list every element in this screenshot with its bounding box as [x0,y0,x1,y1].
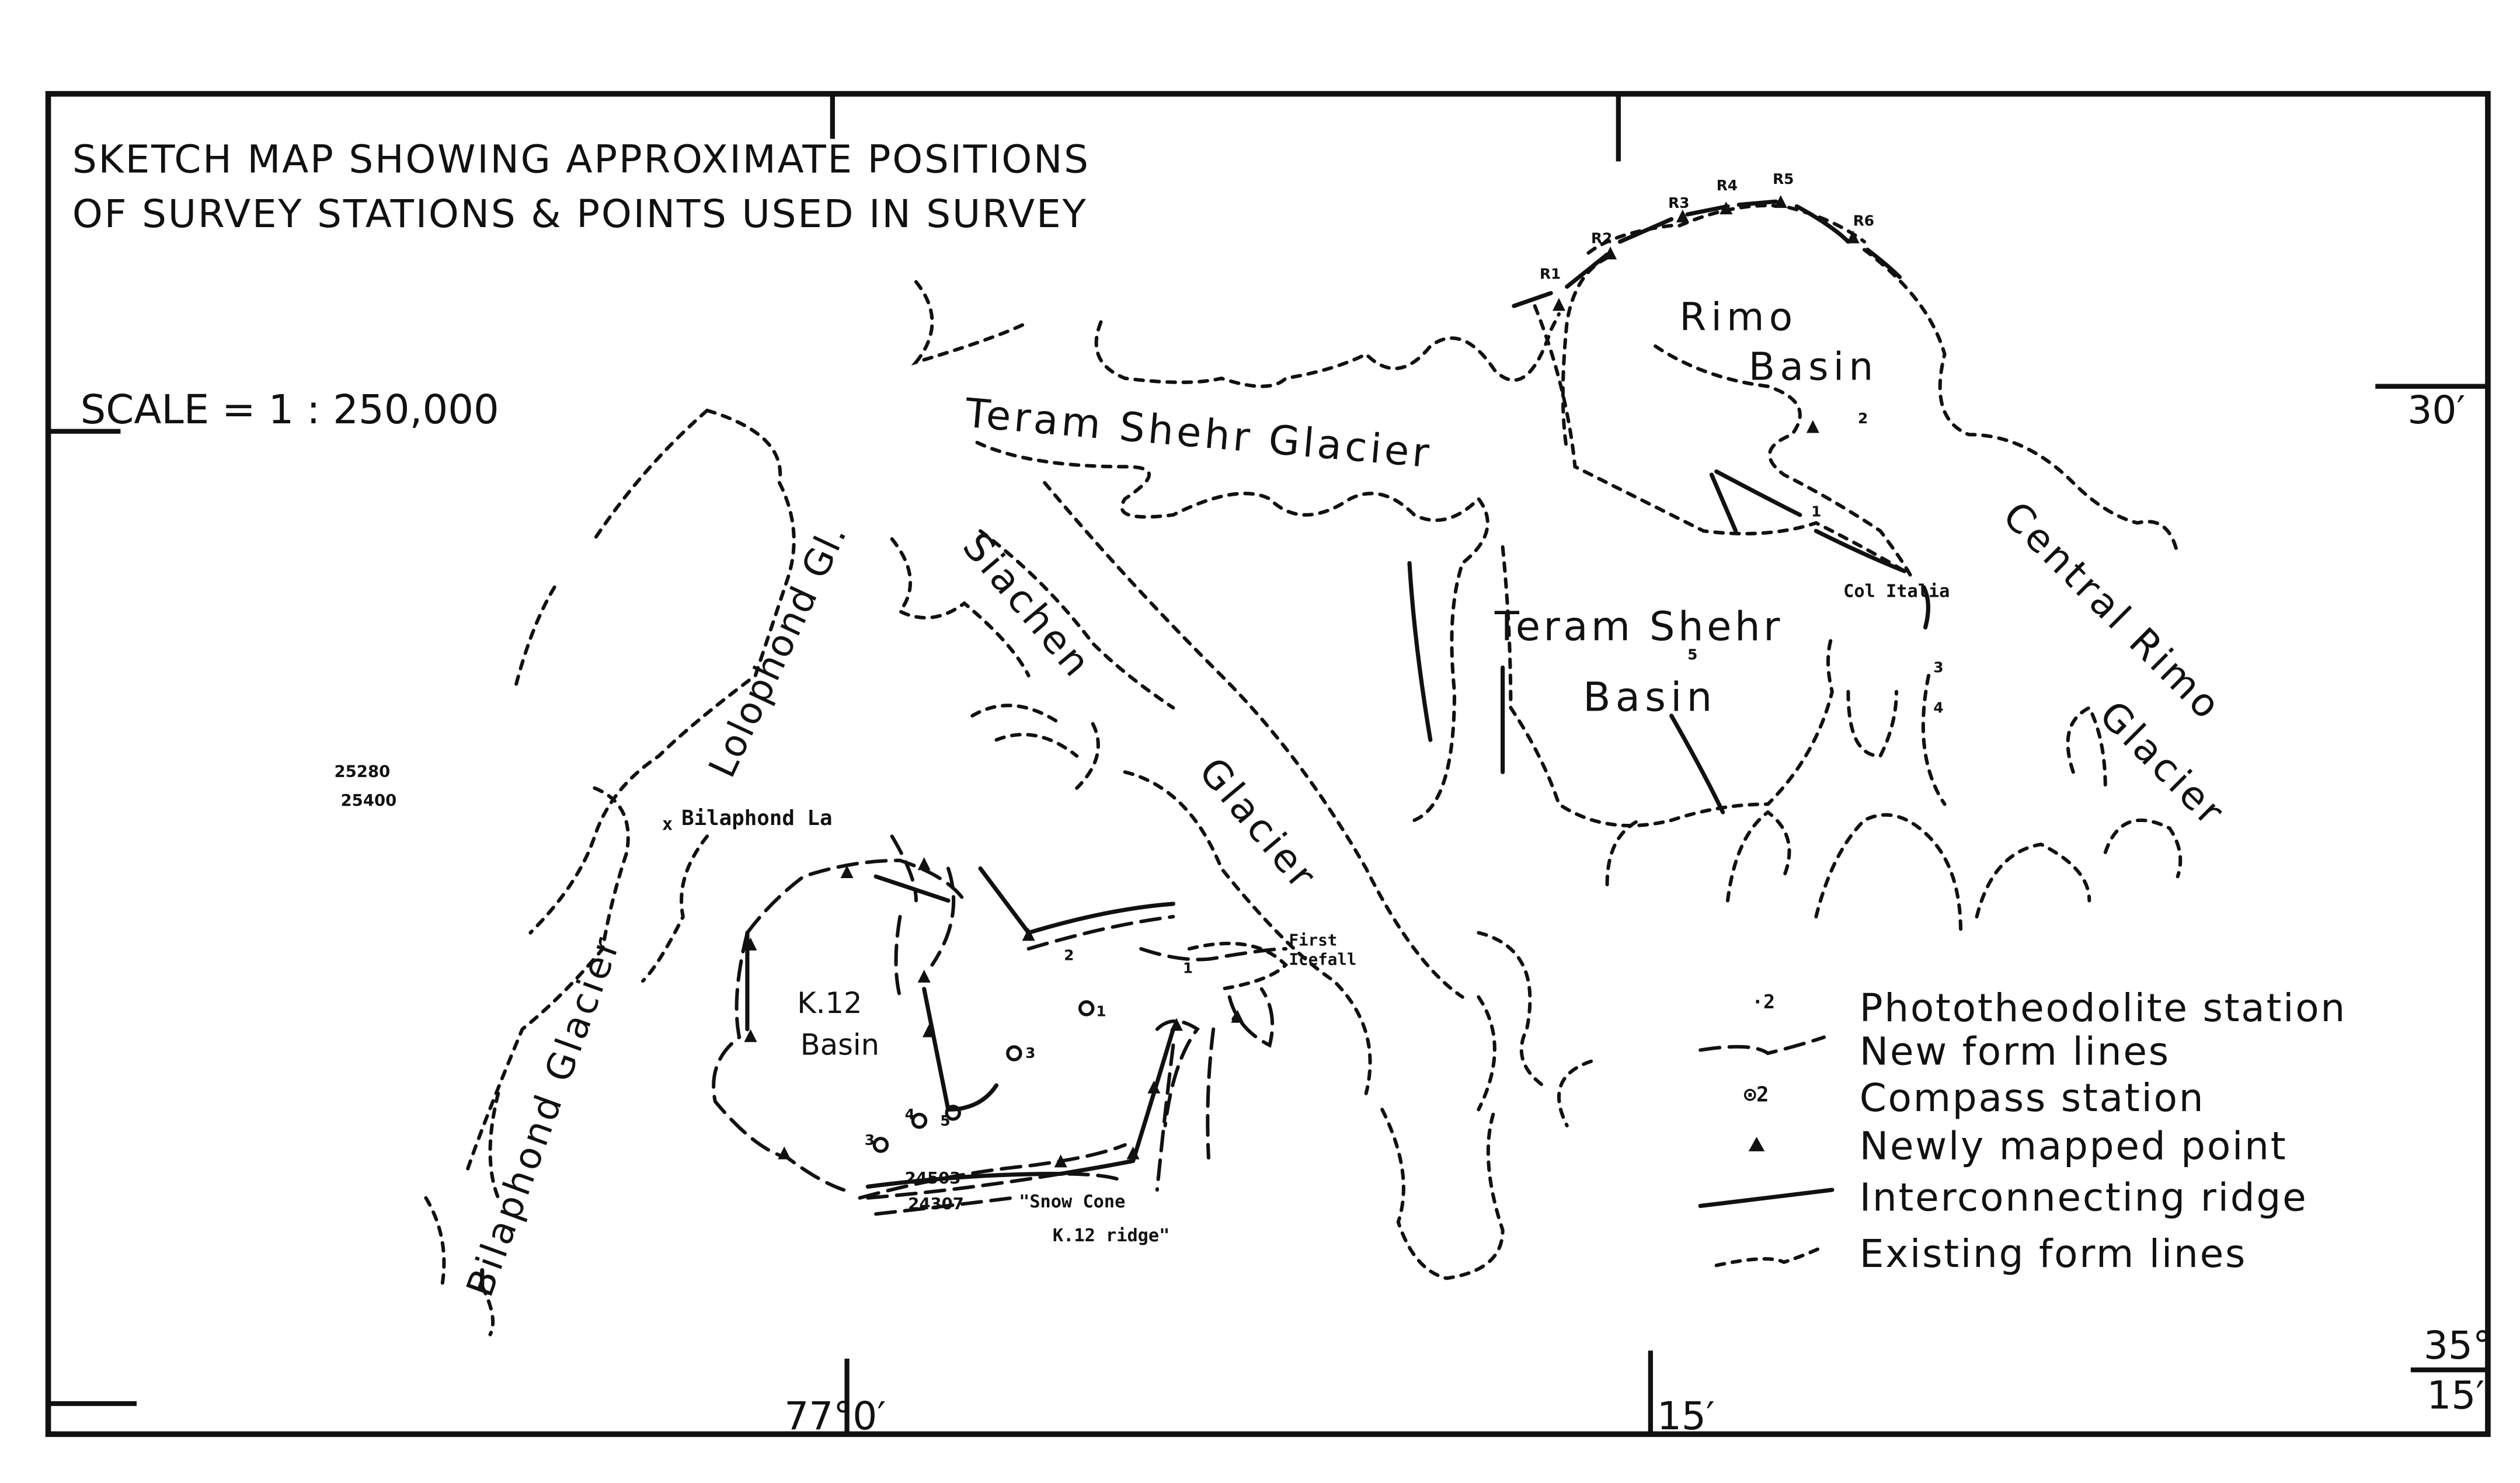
map-title-line2: OF SURVEY STATIONS & POINTS USED IN SURV… [72,192,1088,236]
k12-basin-label-2: Basin [800,1028,879,1062]
teram-shehr-glacier-label: Teram Shehr Glacier [963,390,1434,478]
legend-item-compass-station: ⊙2 Compass station [1744,1075,2205,1120]
first-icefall-label-1: First [1289,931,1338,950]
lon-77-label: 77°0′ [784,1394,886,1439]
station-labels: R1 R2 R3 R4 R5 R6 2 1 3 4 5 2 1 1 3 4 5 … [865,170,1944,1148]
svg-text:3: 3 [1025,1045,1035,1061]
k12-basin-label-1: K.12 [797,986,862,1020]
phototheodolite-symbol: ·2 [1752,990,1775,1013]
new-form-line-symbol [1698,1035,1826,1056]
svg-text:3: 3 [1933,659,1943,676]
teram-shehr-basin-label-2: Basin [1583,674,1717,721]
ridge-line-symbol [1698,1188,1835,1209]
svg-text:R4: R4 [1717,177,1738,194]
siachen-label: Siachen [954,524,1101,687]
legend-item-existing-form-lines: Existing form lines [1714,1231,2247,1276]
svg-text:5: 5 [940,1112,950,1129]
existing-form-line-symbol [1714,1244,1826,1268]
svg-text:Newly mapped point: Newly mapped point [1860,1124,2288,1169]
bilaphond-la-marker: x [662,814,673,834]
bilaphond-glacier-label: Bilaphond Glacier [458,929,629,1302]
lon-15-label: 15′ [1657,1394,1715,1439]
existing-form-lines [424,204,2183,1336]
first-icefall-label-2: Icefall [1289,951,1357,969]
svg-text:1: 1 [1096,1003,1106,1020]
rimo-basin-label-2: Basin [1749,344,1878,389]
col-italia-label: Col Italia [1843,581,1950,601]
lat-15-label: 15′ [2427,1373,2484,1418]
new-form-lines [712,834,1288,1216]
map-title-line1: SKETCH MAP SHOWING APPROXIMATE POSITIONS [72,137,1090,182]
central-rimo-label-1: Central Rimo [1995,493,2232,730]
svg-text:New form lines: New form lines [1860,1029,2170,1074]
legend-item-new-form-lines: New form lines [1698,1029,2170,1074]
spot-height: 24503 [905,1169,961,1188]
svg-text:R1: R1 [1540,265,1561,282]
svg-text:5: 5 [1687,646,1697,663]
graticule-ticks [48,93,2488,1435]
triangle-symbol [1748,1137,1765,1151]
teram-shehr-basin-label-1: Teram Shehr [1494,604,1783,650]
legend: ·2 Phototheodolite station New form line… [1698,986,2347,1276]
compass-station-symbol: ⊙2 [1744,1083,1769,1107]
bilaphond-la-label: Bilaphond La [681,806,832,830]
spot-height: 24307 [908,1195,964,1213]
svg-text:2: 2 [1064,946,1074,963]
newly-mapped-points [744,195,1860,1168]
spot-height: 25400 [341,791,397,810]
scale-label: SCALE = 1 : 250,000 [81,387,499,433]
spot-heights: 25280 25400 24503 24307 [335,763,964,1213]
svg-text:3: 3 [865,1132,875,1148]
svg-text:1: 1 [1183,959,1193,976]
legend-item-interconnecting-ridge: Interconnecting ridge [1698,1175,2308,1220]
svg-text:4: 4 [1933,699,1943,716]
svg-text:Compass station: Compass station [1860,1075,2205,1120]
glacier-label: Glacier [1190,749,1326,899]
lat-35-label: 35° [2424,1323,2492,1368]
svg-text:2: 2 [1858,410,1868,427]
snow-cone-label-1: "Snow Cone [1019,1192,1125,1212]
svg-text:R5: R5 [1773,170,1794,187]
svg-text:R2: R2 [1591,230,1612,247]
svg-text:R6: R6 [1853,212,1874,229]
lat-30-label: 30′ [2407,388,2465,433]
svg-text:4: 4 [905,1106,915,1123]
svg-text:4: 4 [1231,1009,1241,1026]
svg-text:Phototheodolite station: Phototheodolite station [1860,986,2347,1031]
svg-text:Interconnecting ridge: Interconnecting ridge [1860,1175,2308,1220]
svg-text:R3: R3 [1668,194,1689,211]
legend-item-phototheodolite: ·2 Phototheodolite station [1752,986,2347,1031]
legend-item-newly-mapped-point: Newly mapped point [1748,1124,2288,1169]
rimo-basin-label-1: Rimo [1679,294,1797,339]
map-frame [45,90,2491,1437]
lolophond-label: Lolophond Gl. [700,516,855,784]
spot-height: 25280 [335,763,391,781]
svg-text:1: 1 [1811,503,1821,520]
snow-cone-label-2: K.12 ridge" [1053,1226,1169,1246]
compass-stations [872,1000,1095,1153]
interconnecting-ridges [480,199,1931,1289]
svg-text:Existing form lines: Existing form lines [1860,1231,2247,1276]
